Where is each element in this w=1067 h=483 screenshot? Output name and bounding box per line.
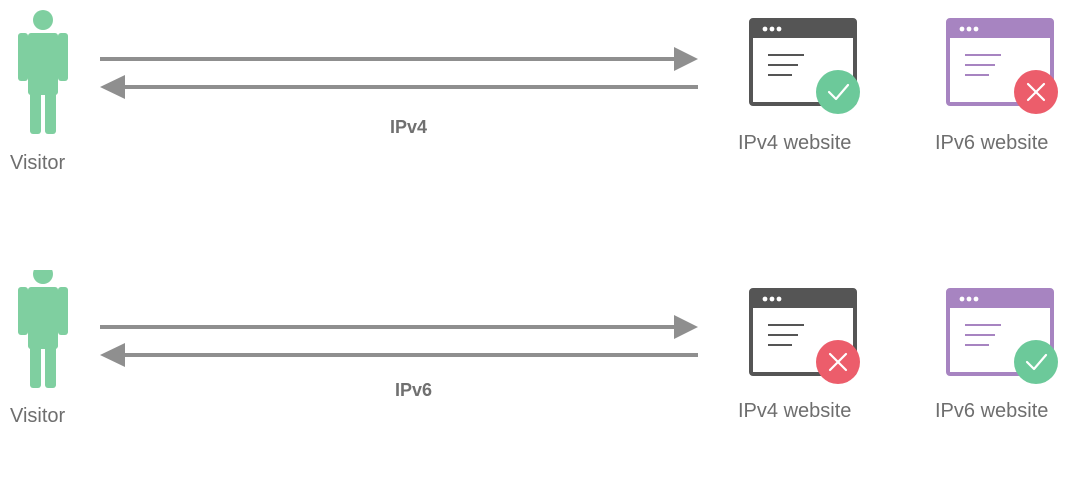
visitor-label: Visitor (10, 405, 66, 427)
site-label-ipv6: IPv6 website (935, 132, 1049, 154)
protocol-label: IPv4 (390, 117, 428, 137)
protocol-label: IPv6 (395, 380, 433, 400)
response-arrow (100, 75, 698, 99)
visitor-label: Visitor (10, 152, 66, 174)
site-label-ipv4: IPv4 website (738, 400, 852, 422)
cross-icon (1014, 70, 1058, 114)
response-arrow (100, 343, 698, 367)
site-label-ipv4: IPv4 website (738, 132, 852, 154)
site-label-ipv6: IPv6 website (935, 400, 1049, 422)
request-arrow (100, 47, 698, 71)
connection-row-ipv6: IPv6 Visitor IPv4 website IPv6 website (0, 270, 1067, 483)
cross-icon (816, 340, 860, 384)
browser-window-icon (749, 18, 857, 106)
connection-row-ipv4: IPv4 Visitor IPv4 website IPv6 website (0, 0, 1067, 213)
request-arrow (100, 315, 698, 339)
check-icon (1014, 340, 1058, 384)
check-icon (816, 70, 860, 114)
row-graphics (18, 10, 1058, 134)
person-icon (18, 270, 68, 388)
row-graphics (18, 270, 1058, 388)
person-icon (18, 10, 68, 134)
